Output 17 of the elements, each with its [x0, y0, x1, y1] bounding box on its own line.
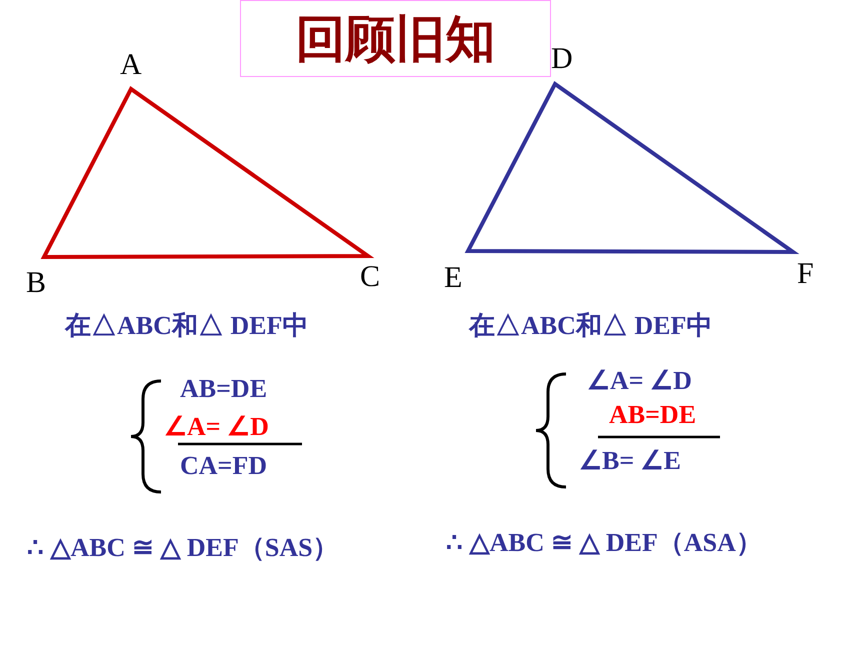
condition-line: AB=DE	[180, 376, 268, 402]
condition-line: AB=DE	[609, 402, 696, 428]
condition-line: ∠B= ∠E	[579, 448, 681, 474]
condition-line: ∠A= ∠D	[164, 414, 269, 440]
conclusion: ∴ △ABC ≅ △ DEF（SAS）	[27, 535, 339, 561]
condition-heading: 在△ABC和△ DEF中	[65, 313, 308, 339]
vertex-label: F	[797, 259, 814, 289]
condition-line: ∠A= ∠D	[587, 368, 692, 394]
vertex-label: A	[120, 50, 142, 80]
conclusion: ∴ △ABC ≅ △ DEF（ASA）	[446, 530, 762, 556]
vertex-label: B	[26, 268, 46, 298]
vertex-label: C	[360, 262, 380, 292]
vertex-label: D	[551, 44, 573, 74]
condition-heading: 在△ABC和△ DEF中	[469, 313, 712, 339]
vertex-label: E	[444, 263, 462, 293]
condition-line: CA=FD	[180, 453, 268, 479]
title-box: 回顾旧知	[240, 0, 551, 77]
